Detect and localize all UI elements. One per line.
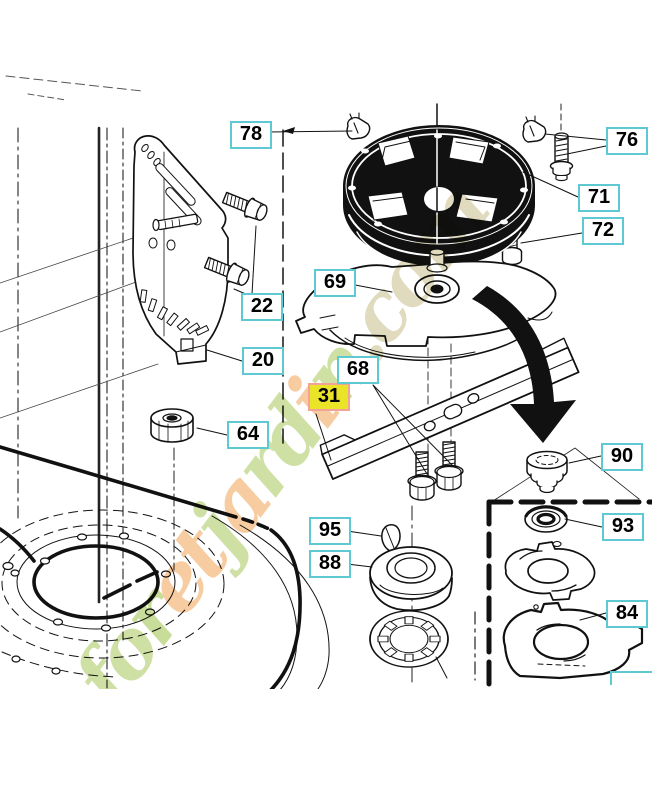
deck-bolt-holes [2, 532, 172, 675]
part-label-76: 76 [606, 127, 648, 155]
part-label-95: 95 [309, 517, 351, 545]
image-cutoff-band [0, 689, 652, 800]
direction-arrow [472, 286, 576, 443]
woodruff-key-part-95 [381, 524, 401, 552]
part-label-68: 68 [337, 356, 379, 384]
part-label-72: 72 [582, 217, 624, 245]
retainer-clip-part-76 [522, 115, 547, 143]
bracket-stud [152, 213, 199, 232]
part-label-88: 88 [309, 550, 351, 578]
bracket-slot-arc [139, 289, 210, 336]
part-label-90: 90 [601, 443, 643, 471]
flange-nut-part-64 [150, 408, 194, 443]
part-label-84: 84 [606, 600, 648, 628]
part-label-71: 71 [578, 184, 620, 212]
pulley-vent-holes [367, 135, 499, 223]
inset-box-border [486, 499, 652, 691]
part-label-cutoff [610, 671, 652, 685]
mower-deck-outline [0, 445, 330, 694]
part-label-78: 78 [230, 121, 272, 149]
pulley-center-hole [424, 187, 454, 211]
splined-washer [369, 610, 449, 679]
part-label-69: 69 [314, 269, 356, 297]
shoulder-bolt-part-76 [549, 132, 574, 182]
pulley-part-71 [343, 125, 535, 268]
part-label-20: 20 [242, 347, 284, 375]
cable-clip-part-78 [346, 112, 371, 140]
bearing-cup-part-88 [369, 546, 453, 612]
spacer-bushing-part-90 [526, 450, 568, 494]
bearing-part-93 [524, 505, 568, 533]
spindle-hole [32, 544, 160, 620]
spindle-housing-part-69 [295, 248, 557, 361]
part-label-93: 93 [602, 513, 644, 541]
part-label-64: 64 [227, 421, 269, 449]
leader-lines [196, 127, 607, 621]
blade-bolts-part-68 [407, 441, 464, 501]
part-label-31-highlighted: 31 [308, 383, 350, 411]
part-label-22: 22 [241, 293, 283, 321]
mounting-bracket-part-20 [132, 135, 229, 365]
pulley-rivets [348, 133, 528, 227]
